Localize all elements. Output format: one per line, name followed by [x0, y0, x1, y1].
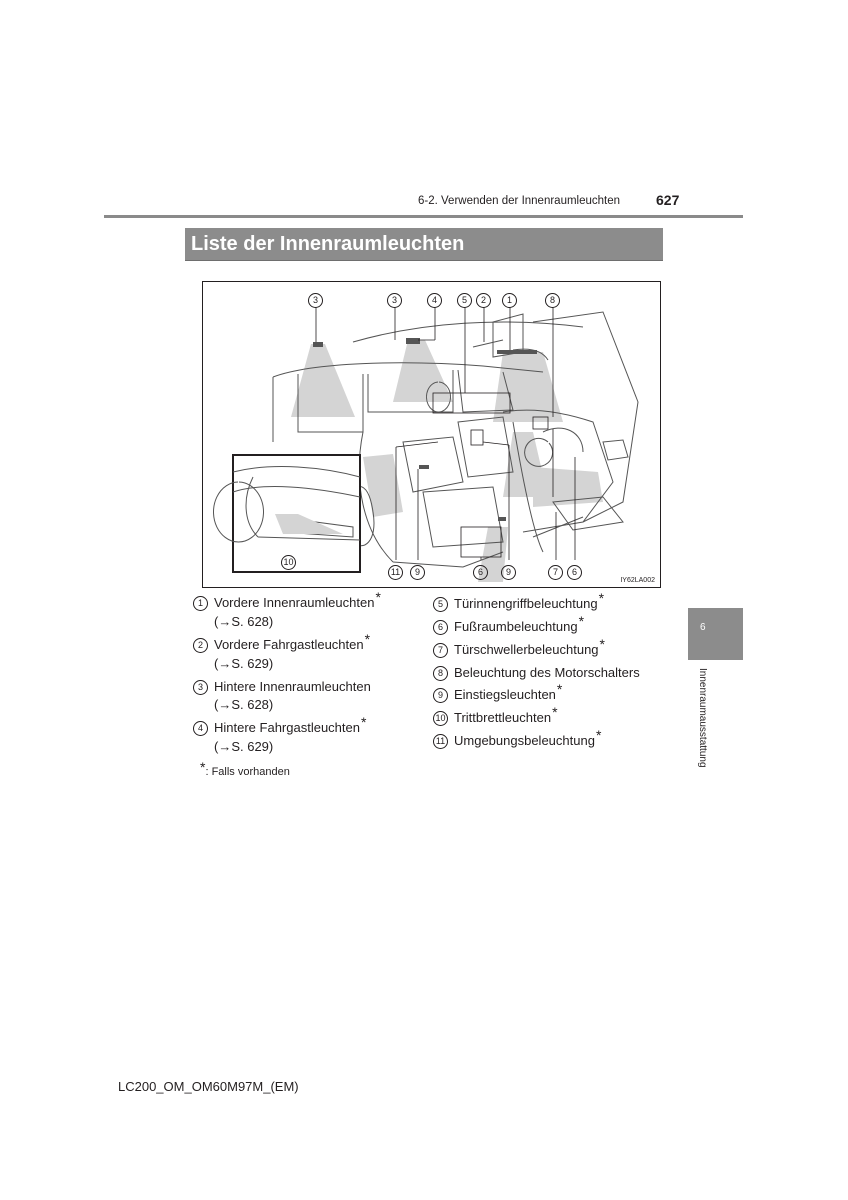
chapter-tab[interactable]	[688, 608, 743, 660]
callout-9-left: 9	[410, 563, 425, 581]
callout-9-right: 9	[501, 563, 516, 581]
callout-3: 3	[387, 291, 402, 309]
page-reference[interactable]: (→S. 629)	[214, 739, 274, 754]
callout-11: 11	[388, 563, 403, 581]
callout-7: 7	[548, 563, 563, 581]
page-reference[interactable]: (→S. 628)	[214, 614, 274, 629]
callout-5: 5	[457, 291, 472, 309]
document-code: LC200_OM_OM60M97M_(EM)	[118, 1079, 299, 1094]
callout-10: 10	[281, 553, 296, 571]
figure-code: IY62LA002	[620, 577, 655, 584]
car-interior-drawing	[213, 307, 639, 582]
page-reference[interactable]: (→S. 629)	[214, 656, 274, 671]
page-number: 627	[656, 192, 680, 208]
callout-4: 4	[427, 291, 442, 309]
interior-lights-illustration: 3 3 4 5 2 1 8 11 9 6 9 7 6 10 IY62LA002	[202, 281, 661, 588]
page-reference[interactable]: (→S. 628)	[214, 697, 274, 712]
callout-6-right: 6	[567, 563, 582, 581]
callout-8: 8	[545, 291, 560, 309]
callout-6-left: 6	[473, 563, 488, 581]
callout-2: 2	[476, 291, 491, 309]
callout-1: 1	[502, 291, 517, 309]
callout-3-left: 3	[308, 291, 323, 309]
header-section-title: 6-2. Verwenden der Innenraumleuchten	[418, 195, 621, 207]
footnote: *: Falls vorhanden	[200, 759, 290, 778]
chapter-label: Innenraumausstattung	[697, 668, 708, 768]
header-rule	[104, 215, 743, 218]
chapter-number: 6	[700, 622, 706, 633]
page-title: Liste der Innenraumleuchten	[185, 228, 663, 261]
